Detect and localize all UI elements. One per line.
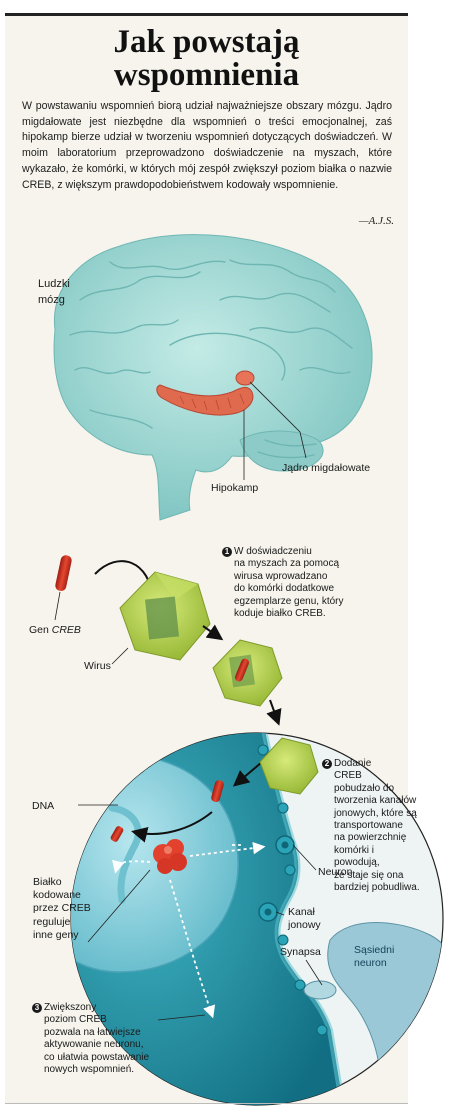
ion-channel-label: Kanał jonowy <box>288 906 321 931</box>
synapse-label: Synapsa <box>280 946 321 958</box>
title-line-2: wspomnienia <box>113 57 300 93</box>
gene-icon <box>54 555 72 621</box>
bottom-rule <box>5 1103 408 1104</box>
hippocampus-shape <box>156 384 254 416</box>
virus-icon <box>111 571 211 665</box>
gene-label: Gen CREB <box>29 624 81 636</box>
amygdala-label: Jądro migdałowate <box>282 462 371 474</box>
dna-label: DNA <box>32 800 55 812</box>
neuron-label: Neuron <box>318 866 353 878</box>
intro-text: W powstawaniu wspomnień biorą udział naj… <box>22 100 392 191</box>
neuron-cell-view <box>70 732 444 1106</box>
brain-illustration <box>53 234 373 521</box>
brain-label: Ludzki mózg <box>38 278 70 306</box>
signature: —A.J.S. <box>358 215 394 227</box>
virus-label: Wirus <box>84 660 111 672</box>
top-rule <box>5 13 408 16</box>
ion-channel-icon <box>258 835 295 922</box>
arrow-icon <box>202 624 224 641</box>
hippocampus-label: Hipokamp <box>211 482 259 494</box>
neighbor-neuron-label: Sąsiedni neuron <box>354 944 395 969</box>
title-line-1: Jak powstają <box>113 24 300 60</box>
virus-icon <box>259 737 319 795</box>
amygdala-shape <box>235 370 255 386</box>
creb-protein-icon <box>153 839 187 874</box>
arrow-icon <box>266 699 282 726</box>
creb-protein-label: Białko kodowane przez CREB reguluje inne… <box>33 876 91 941</box>
page-title: Jak powstają wspomnienia <box>5 26 408 92</box>
virus-icon <box>212 639 283 707</box>
